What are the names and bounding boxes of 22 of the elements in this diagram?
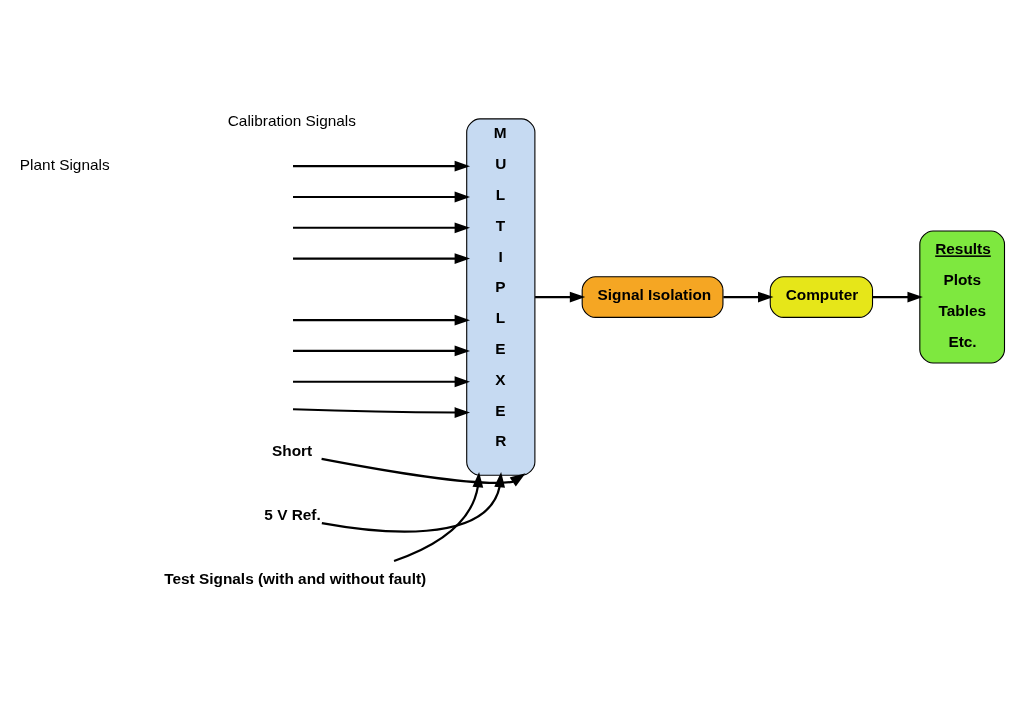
arrow [293, 160, 471, 172]
label: Plant Signals [19, 155, 110, 173]
arrow [872, 291, 923, 302]
node-text: Test Signals (with and without fault) [164, 569, 427, 587]
node-box: Computer [769, 275, 874, 318]
node-box: Results Plots Tables Etc. [919, 230, 1006, 364]
arrow [723, 291, 774, 302]
arrow [393, 471, 484, 562]
arrow [293, 375, 471, 387]
arrow [321, 457, 526, 486]
label: Calibration Signals [227, 111, 356, 129]
arrow [293, 191, 471, 202]
arrow [293, 345, 471, 356]
arrow [535, 291, 586, 302]
node-text: Short [272, 441, 313, 459]
arrow [293, 221, 471, 233]
node-text: 5 V Ref. [264, 505, 321, 523]
node-box: Signal Isolation [581, 275, 724, 318]
arrow [293, 314, 471, 326]
arrow [293, 252, 471, 264]
arrow [321, 471, 505, 533]
arrow [292, 406, 471, 418]
